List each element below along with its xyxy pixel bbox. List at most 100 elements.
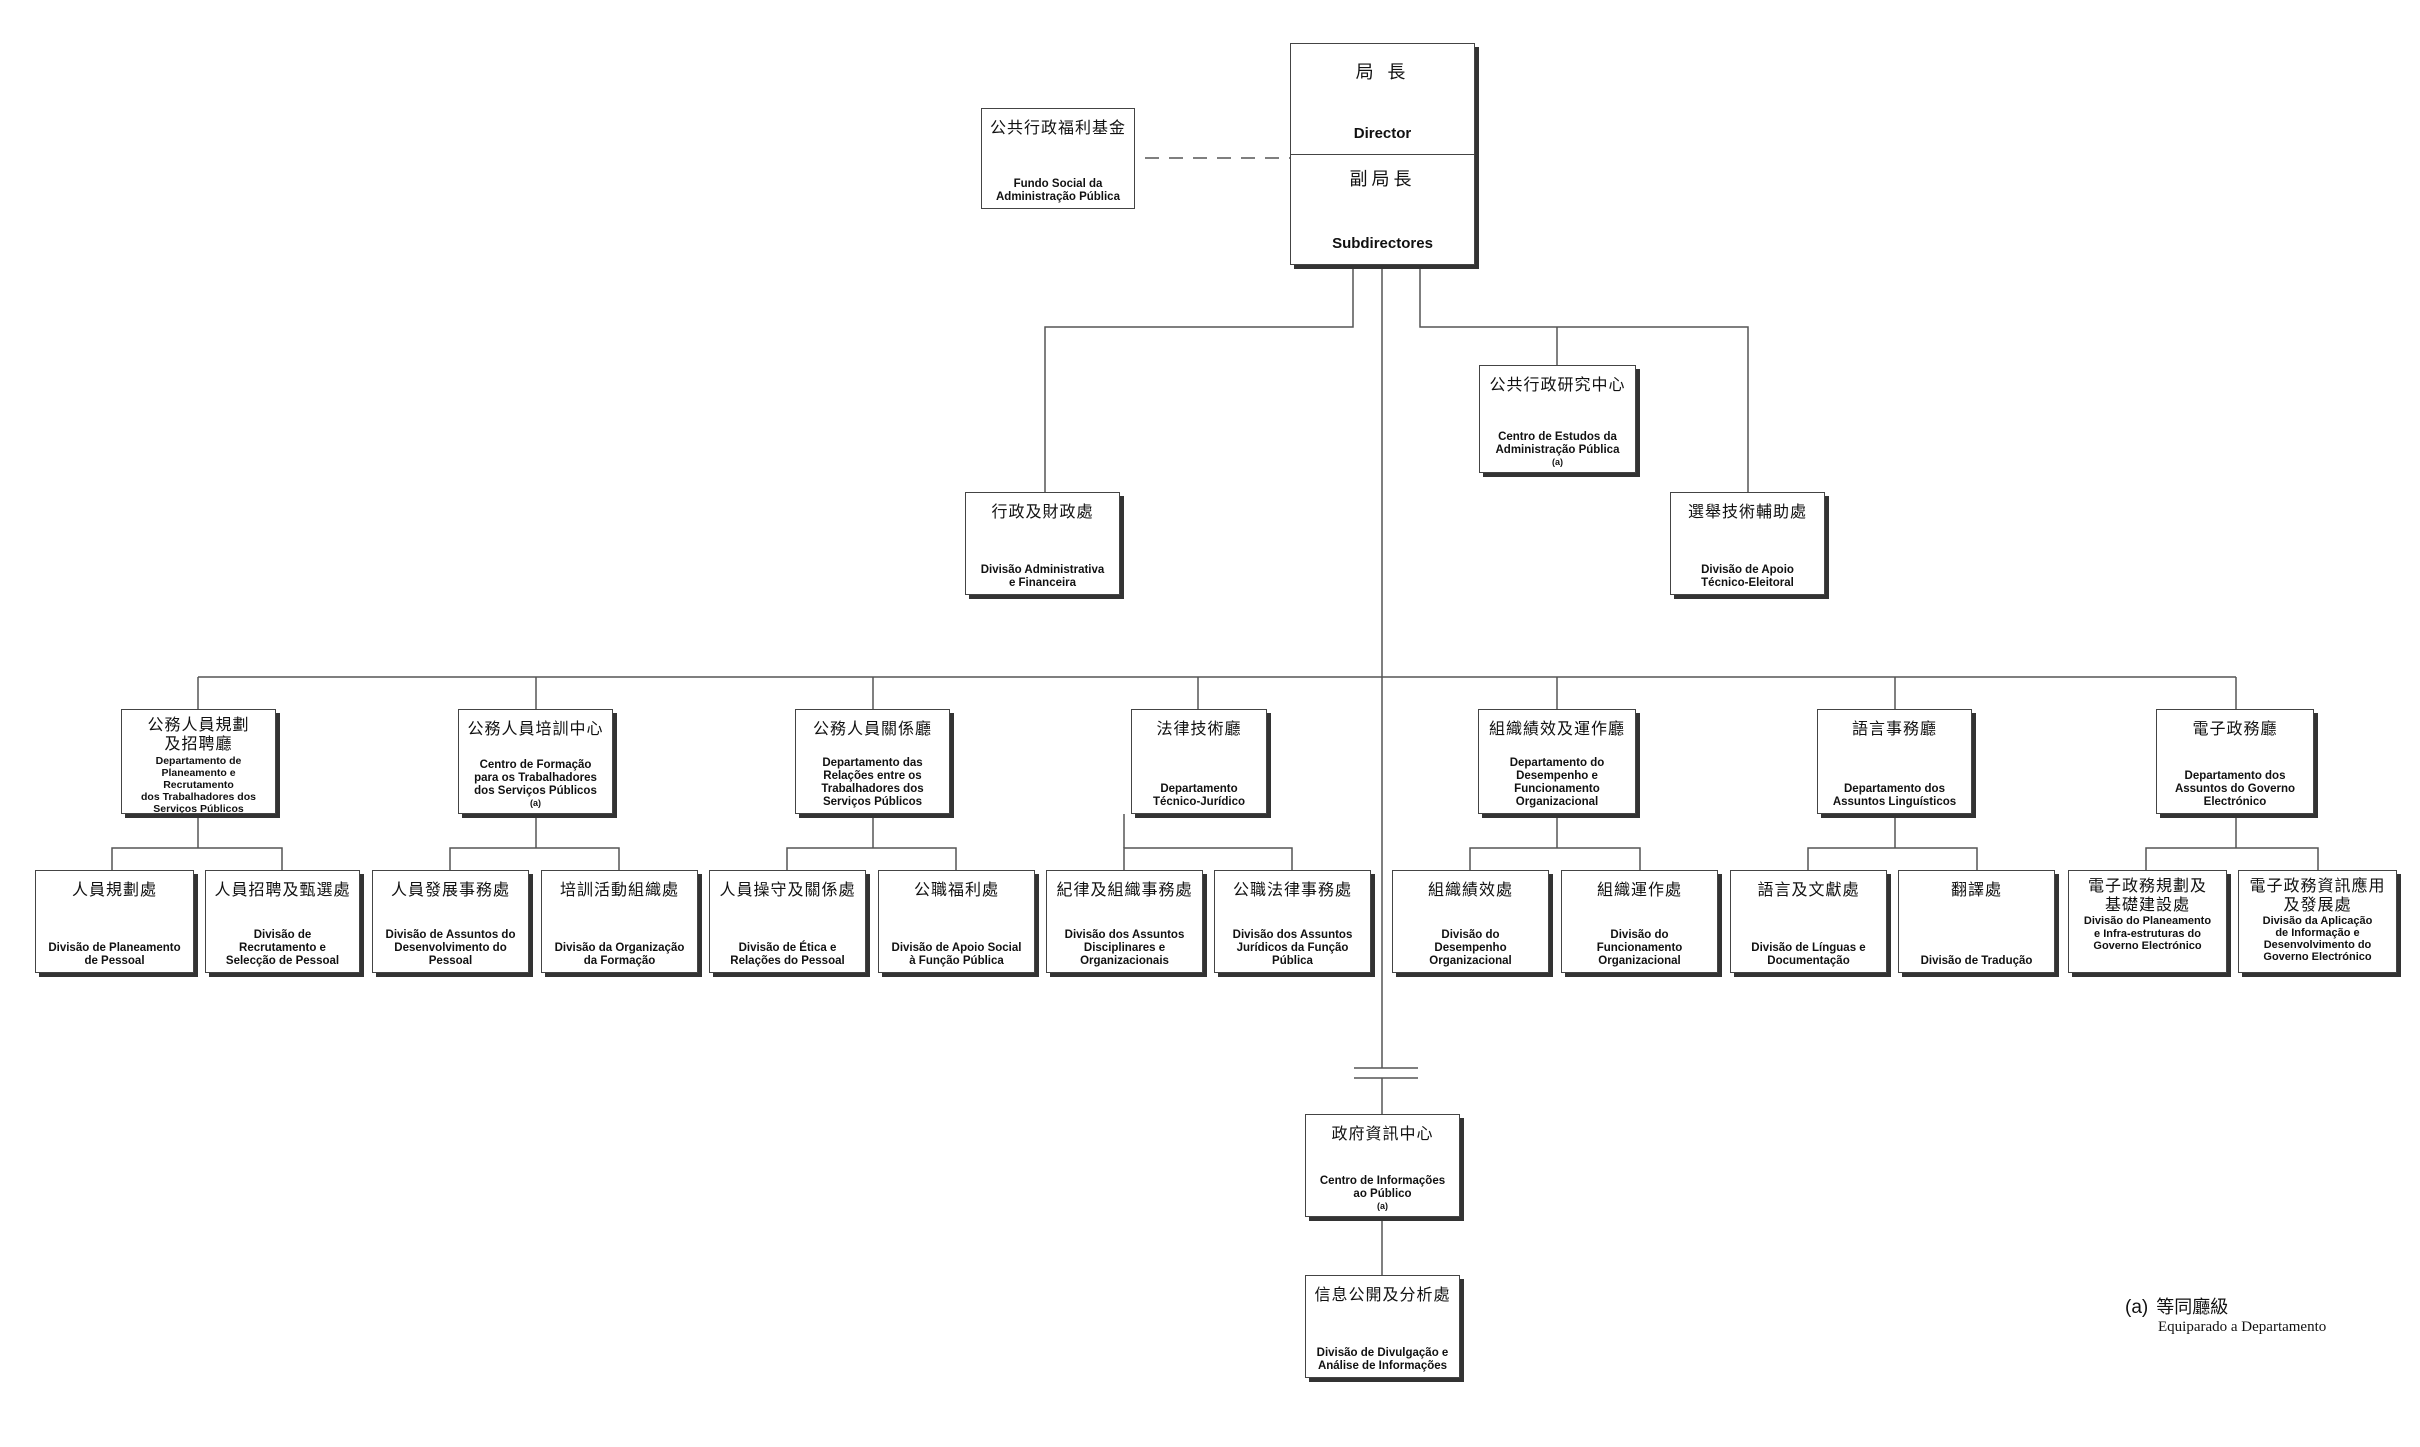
division-pt: Divisão de Tradução (1920, 955, 2033, 967)
division-zh: 電子政務規劃及 基礎建設處 (2087, 876, 2207, 914)
research-centre-zh: 公共行政研究中心 (1489, 375, 1626, 394)
department-zh: 公務人員培訓中心 (467, 719, 604, 738)
division-box: 人員招聘及甄選處 Divisão de Recrutamento e Selec… (205, 870, 360, 973)
department-box: 電子政務廳 Departamento dos Assuntos do Gover… (2156, 709, 2314, 814)
fund-box: 公共行政福利基金 Fundo Social da Administração P… (981, 108, 1135, 209)
department-pt: Departamento dos Assuntos Linguísticos (1832, 783, 1957, 808)
division-pt: Divisão do Funcionamento Organizacional (1596, 929, 1683, 967)
info-centre-zh: 政府資訊中心 (1331, 1124, 1434, 1143)
division-pt: Divisão de Recrutamento e Selecção de Pe… (225, 929, 340, 967)
division-zh: 公職法律事務處 (1232, 880, 1352, 899)
fund-zh: 公共行政福利基金 (989, 118, 1126, 137)
department-box: 語言事務廳 Departamento dos Assuntos Linguíst… (1817, 709, 1972, 814)
department-note: (a) (530, 798, 541, 808)
admin-finance-pt: Divisão Administrativa e Financeira (980, 564, 1105, 589)
department-box: 公務人員規劃 及招聘廳 Departamento de Planeamento … (121, 709, 276, 814)
info-division-pt: Divisão de Divulgação e Análise de Infor… (1316, 1347, 1449, 1372)
research-centre-box: 公共行政研究中心 Centro de Estudos da Administra… (1479, 365, 1636, 473)
electoral-connector (1419, 265, 1749, 492)
department-pt: Departamento do Desempenho e Funcionamen… (1509, 757, 1605, 808)
division-pt: Divisão da Organização da Formação (554, 942, 685, 967)
division-zh: 電子政務資訊應用 及發展處 (2249, 876, 2386, 914)
legend-pt: Equiparado a Departamento (2158, 1319, 2327, 1335)
division-connectors (111, 814, 2319, 870)
department-box: 組織績效及運作廳 Departamento do Desempenho e Fu… (1478, 709, 1636, 814)
department-pt: Departamento das Relações entre os Traba… (821, 757, 924, 808)
division-pt: Divisão de Ética e Relações do Pessoal (730, 942, 845, 967)
division-zh: 組織績效處 (1427, 880, 1513, 899)
department-zh: 電子政務廳 (2192, 719, 2278, 738)
division-box: 紀律及組織事務處 Divisão dos Assuntos Disciplina… (1046, 870, 1203, 973)
division-pt: Divisão do Desempenho Organizacional (1429, 929, 1512, 967)
division-pt: Divisão do Planeamento e Infra-estrutura… (2083, 915, 2212, 952)
subdirector-section: 副局長 Subdirectores (1291, 154, 1474, 264)
department-pt: Centro de Formação para os Trabalhadores… (474, 759, 597, 797)
info-centre-box: 政府資訊中心 Centro de Informações ao Público … (1305, 1114, 1460, 1217)
division-box: 組織績效處 Divisão do Desempenho Organizacion… (1392, 870, 1549, 973)
division-zh: 培訓活動組織處 (559, 880, 679, 899)
legend: (a) 等同廳級 Equiparado a Departamento (2125, 1293, 2326, 1336)
division-box: 培訓活動組織處 Divisão da Organização da Formaç… (541, 870, 698, 973)
department-zh: 語言事務廳 (1851, 719, 1937, 738)
subdirector-pt: Subdirectores (1332, 235, 1433, 252)
research-centre-note: (a) (1552, 457, 1563, 467)
division-box: 語言及文獻處 Divisão de Línguas e Documentação (1730, 870, 1887, 973)
department-pt: Departamento de Planeamento e Recrutamen… (141, 755, 256, 814)
division-box: 人員發展事務處 Divisão de Assuntos do Desenvolv… (372, 870, 529, 973)
electoral-pt: Divisão de Apoio Técnico-Eleitoral (1701, 564, 1794, 589)
division-zh: 翻譯處 (1950, 880, 2002, 899)
info-centre-note: (a) (1377, 1201, 1388, 1211)
division-pt: Divisão de Assuntos do Desenvolvimento d… (385, 929, 516, 967)
division-box: 電子政務資訊應用 及發展處 Divisão da Aplicação de In… (2238, 870, 2397, 973)
info-centre-pt: Centro de Informações ao Público (1319, 1175, 1446, 1200)
division-box: 電子政務規劃及 基礎建設處 Divisão do Planeamento e I… (2068, 870, 2227, 973)
division-zh: 人員招聘及甄選處 (214, 880, 351, 899)
division-pt: Divisão de Planeamento de Pessoal (48, 942, 181, 967)
subdirector-zh: 副局長 (1349, 169, 1416, 190)
department-zh: 組織績效及運作廳 (1488, 719, 1625, 738)
department-pt: Departamento Técnico-Jurídico (1152, 783, 1246, 808)
division-box: 人員操守及關係處 Divisão de Ética e Relações do … (709, 870, 866, 973)
department-zh: 公務人員關係廳 (812, 719, 932, 738)
department-box: 法律技術廳 Departamento Técnico-Jurídico (1131, 709, 1267, 814)
electoral-zh: 選舉技術輔助處 (1687, 502, 1807, 521)
info-division-box: 信息公開及分析處 Divisão de Divulgação e Análise… (1305, 1275, 1460, 1378)
department-zh: 公務人員規劃 及招聘廳 (147, 715, 250, 753)
director-pt: Director (1353, 125, 1412, 142)
department-box: 公務人員培訓中心 Centro de Formação para os Trab… (458, 709, 613, 814)
division-zh: 組織運作處 (1596, 880, 1682, 899)
director-section: 局 長 Director (1291, 44, 1474, 154)
legend-zh: 等同廳級 (2156, 1297, 2229, 1318)
fund-pt: Fundo Social da Administração Pública (996, 178, 1120, 203)
admin-finance-zh: 行政及財政處 (991, 502, 1094, 521)
director-zh: 局 長 (1355, 62, 1410, 83)
division-zh: 紀律及組織事務處 (1056, 880, 1193, 899)
department-zh: 法律技術廳 (1156, 719, 1242, 738)
department-box: 公務人員關係廳 Departamento das Relações entre … (795, 709, 950, 814)
legend-row-zh: (a) 等同廳級 (2125, 1293, 2326, 1319)
division-zh: 人員操守及關係處 (719, 880, 856, 899)
legend-tag: (a) (2125, 1297, 2149, 1318)
admin-finance-box: 行政及財政處 Divisão Administrativa e Financei… (965, 492, 1120, 595)
division-zh: 人員規劃處 (71, 880, 157, 899)
division-box: 公職法律事務處 Divisão dos Assuntos Jurídicos d… (1214, 870, 1371, 973)
division-box: 組織運作處 Divisão do Funcionamento Organizac… (1561, 870, 1718, 973)
electoral-box: 選舉技術輔助處 Divisão de Apoio Técnico-Eleitor… (1670, 492, 1825, 595)
department-pt: Departamento dos Assuntos do Governo Ele… (2174, 770, 2296, 808)
division-box: 人員規劃處 Divisão de Planeamento de Pessoal (35, 870, 194, 973)
department-drop-lines (197, 677, 2237, 709)
division-pt: Divisão dos Assuntos Jurídicos da Função… (1232, 929, 1353, 967)
division-zh: 語言及文獻處 (1757, 880, 1860, 899)
division-zh: 公職福利處 (913, 880, 999, 899)
division-box: 公職福利處 Divisão de Apoio Social à Função P… (878, 870, 1035, 973)
division-box: 翻譯處 Divisão de Tradução (1898, 870, 2055, 973)
research-centre-pt: Centro de Estudos da Administração Públi… (1495, 431, 1620, 456)
division-pt: Divisão dos Assuntos Disciplinares e Org… (1064, 929, 1185, 967)
division-pt: Divisão de Apoio Social à Função Pública (891, 942, 1022, 967)
director-box: 局 長 Director 副局長 Subdirectores (1290, 43, 1475, 265)
admin-finance-connector (1044, 265, 1354, 492)
division-pt: Divisão da Aplicação de Informação e Des… (2262, 915, 2373, 963)
info-division-zh: 信息公開及分析處 (1314, 1285, 1451, 1304)
division-pt: Divisão de Línguas e Documentação (1751, 942, 1866, 967)
